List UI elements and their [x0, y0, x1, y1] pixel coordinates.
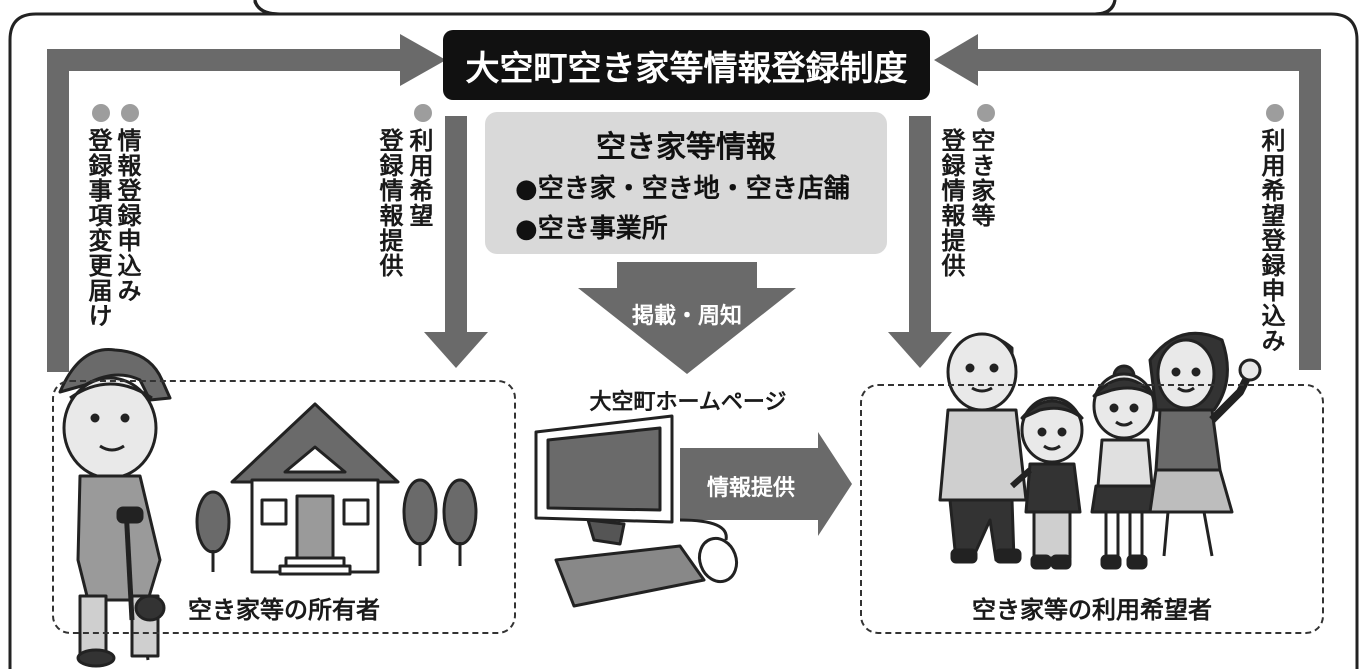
- flow-label-vacant-house: 空き家等: [967, 128, 995, 228]
- trees-illustration: [195, 478, 478, 572]
- dot-marker: [121, 104, 139, 122]
- info-item: ●空き事業所: [515, 208, 668, 245]
- info-item-text: 空き家・空き地・空き店舗: [537, 174, 850, 204]
- user-panel: [860, 384, 1324, 634]
- arrow-right-inner-head: [888, 332, 952, 368]
- flow-label-change-notice: 登録事項変更届け: [84, 128, 112, 328]
- info-box: 空き家等情報 ●空き家・空き地・空き店舗 ●空き事業所: [485, 112, 887, 254]
- owner-panel: [52, 380, 516, 634]
- family-illustration: [938, 331, 1262, 570]
- arrow-right-outer-head: [934, 34, 978, 86]
- system-title: 大空町空き家等情報登録制度: [443, 30, 930, 100]
- user-caption: 空き家等の利用希望者: [972, 596, 1212, 624]
- house-illustration: [230, 402, 400, 576]
- dot-marker: [414, 104, 432, 122]
- arrow-left-outer-head: [400, 34, 446, 86]
- provide-label: 情報提供: [706, 476, 795, 501]
- flow-label-registration: 情報登録申込み: [113, 128, 141, 303]
- info-box-title: 空き家等情報: [596, 130, 776, 165]
- arrow-left-inner-head: [424, 332, 488, 368]
- info-item: ●空き家・空き地・空き店舗: [515, 168, 850, 205]
- arrow-left-inner: [445, 116, 467, 336]
- flow-label-info-provide-right: 登録情報提供: [937, 128, 965, 278]
- flow-label-use-hope: 利用希望: [405, 128, 433, 228]
- publish-arrow: [578, 262, 796, 374]
- computer-illustration: [534, 414, 739, 608]
- flow-label-info-provide-left: 登録情報提供: [375, 128, 403, 278]
- arrow-right-outer: [968, 49, 1321, 370]
- homepage-label: 大空町ホームページ: [589, 390, 787, 415]
- arrow-right-inner: [909, 116, 931, 336]
- bullet: ●: [515, 174, 538, 204]
- info-item-text: 空き事業所: [537, 214, 668, 244]
- owner-man-illustration: [58, 348, 172, 668]
- flow-label-use-registration: 利用希望登録申込み: [1257, 128, 1285, 353]
- dot-marker: [977, 104, 995, 122]
- top-box-edge: [253, 0, 1117, 16]
- owner-caption: 空き家等の所有者: [188, 596, 380, 624]
- bullet: ●: [515, 214, 538, 244]
- dot-marker: [92, 104, 110, 122]
- arrow-left-outer: [47, 49, 408, 372]
- dot-marker: [1266, 104, 1284, 122]
- publish-label: 掲載・周知: [631, 304, 742, 329]
- provide-arrow: [680, 432, 852, 536]
